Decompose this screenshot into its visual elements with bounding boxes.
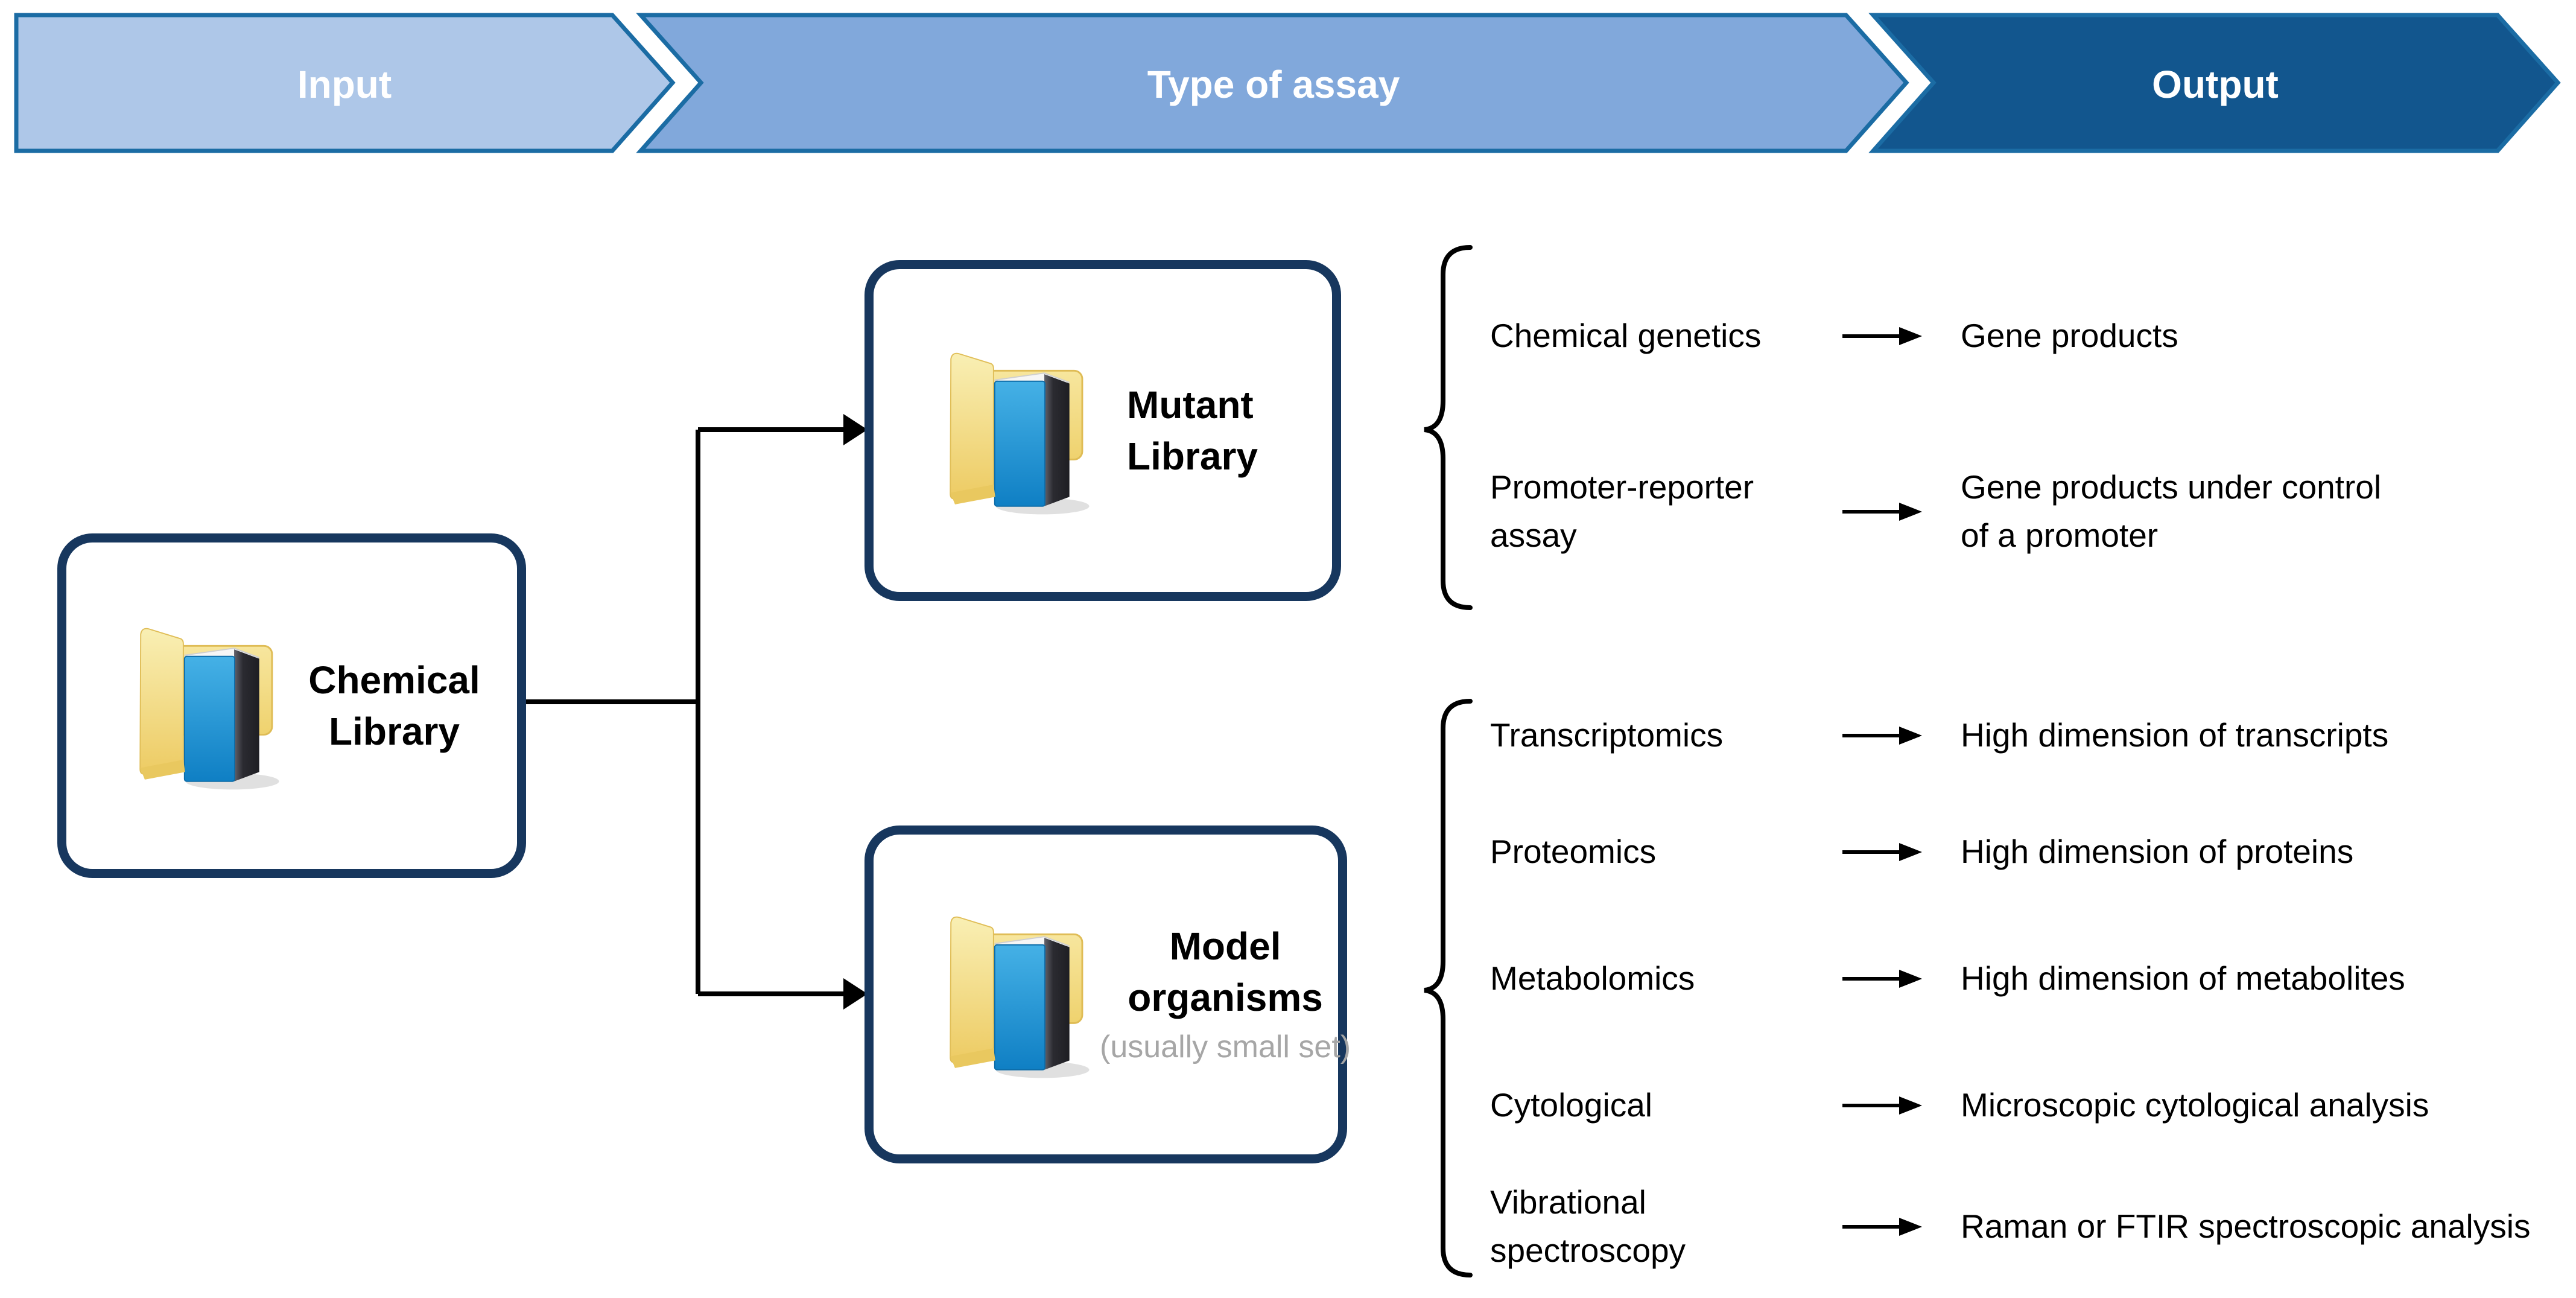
- assay-output: Raman or FTIR spectroscopic analysis: [1961, 1207, 2531, 1246]
- banner-stage-input: Input: [297, 63, 392, 106]
- assay-row-proteomics: Proteomics High dimension of proteins: [1490, 780, 2576, 924]
- right-arrow-icon: [1840, 839, 1961, 865]
- model-organisms-title-text: Model organisms: [1128, 924, 1323, 1019]
- assay-label: Metabolomics: [1490, 959, 1695, 997]
- mutant-library-box: Mutant Library: [864, 260, 1341, 601]
- assay-row-chemical-genetics: Chemical genetics Gene products: [1490, 264, 2576, 409]
- mutant-assay-group-brace: [1424, 245, 1473, 610]
- assay-output: Gene products under control of a promote…: [1961, 468, 2382, 554]
- assay-label: Chemical genetics: [1490, 317, 1762, 355]
- right-arrow-icon: [1840, 966, 1961, 992]
- assay-row-cytological: Cytological Microscopic cytological anal…: [1490, 1033, 2576, 1178]
- process-banner: [14, 13, 2561, 153]
- connector-lines: [526, 427, 846, 996]
- arrowhead-to-model: [843, 978, 868, 1010]
- chemical-library-box: Chemical Library: [57, 533, 526, 878]
- assay-label: Cytological: [1490, 1086, 1653, 1124]
- assay-output: High dimension of proteins: [1961, 833, 2354, 871]
- assay-label: Promoter-reporter assay: [1490, 468, 1754, 554]
- arrowhead-to-mutant: [843, 414, 868, 445]
- assay-label: Proteomics: [1490, 833, 1657, 871]
- assay-row-vibrational-spectroscopy: Vibrational spectroscopy Raman or FTIR s…: [1490, 1154, 2576, 1298]
- assay-row-metabolomics: Metabolomics High dimension of metabolit…: [1490, 906, 2576, 1051]
- model-organisms-title: Model organisms (usually small set): [1100, 870, 1369, 1119]
- right-arrow-icon: [1840, 323, 1961, 349]
- folder-with-book-icon: [109, 609, 290, 803]
- right-arrow-icon: [1840, 1092, 1961, 1119]
- model-organisms-subtitle: (usually small set): [1100, 1029, 1351, 1065]
- chevron-type-of-assay: [636, 13, 1909, 153]
- banner-stage-output: Output: [2152, 63, 2279, 106]
- folder-with-book-icon: [919, 898, 1100, 1091]
- banner-stage-type-of-assay: Type of assay: [1147, 63, 1400, 106]
- assay-output: Gene products: [1961, 317, 2178, 355]
- model-assay-group-brace: [1424, 699, 1473, 1277]
- chevron-input: [14, 13, 676, 153]
- assay-label: Transcriptomics: [1490, 716, 1724, 754]
- right-arrow-icon: [1840, 498, 1961, 525]
- assay-output: High dimension of metabolites: [1961, 959, 2405, 997]
- chemical-library-title: Chemical Library: [308, 658, 480, 753]
- assay-label: Vibrational spectroscopy: [1490, 1183, 1686, 1269]
- assay-row-transcriptomics: Transcriptomics High dimension of transc…: [1490, 663, 2576, 808]
- chevron-output: [1868, 13, 2561, 153]
- assay-output: High dimension of transcripts: [1961, 716, 2389, 754]
- right-arrow-icon: [1840, 722, 1961, 749]
- assay-row-promoter-reporter: Promoter-reporter assay Gene products un…: [1490, 439, 2576, 584]
- mutant-library-title: Mutant Library: [1127, 383, 1258, 478]
- assay-output: Microscopic cytological analysis: [1961, 1086, 2429, 1124]
- right-arrow-icon: [1840, 1214, 1961, 1240]
- folder-with-book-icon: [919, 334, 1100, 527]
- model-organisms-box: Model organisms (usually small set): [864, 826, 1351, 1163]
